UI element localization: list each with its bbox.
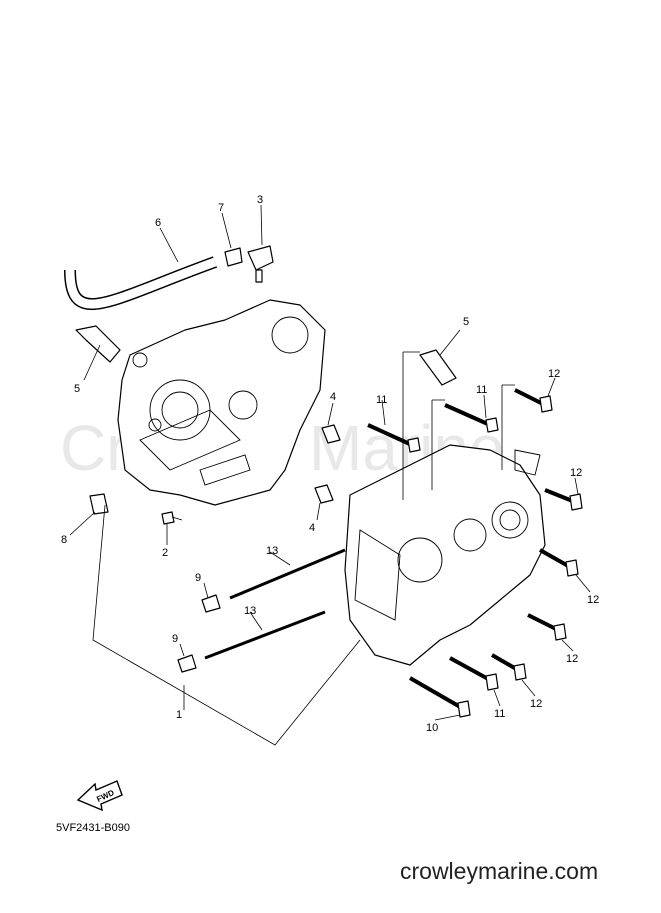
clip-part-7 [224,247,243,267]
fwd-arrow-icon: FWD [76,780,123,812]
callout-4-lower: 4 [309,522,315,534]
callout-13-lower: 13 [244,605,256,617]
callout-6: 6 [155,217,161,229]
callout-12-d: 12 [566,653,578,665]
fitting-part-3 [247,245,274,283]
crankcase-left-half [117,299,326,506]
callouts: 1 2 3 4 4 5 5 6 7 8 9 9 10 11 11 11 12 1… [61,194,599,734]
bolts-group [367,388,583,718]
callout-12-e: 12 [530,698,542,710]
leader-lines [69,204,591,746]
callout-9-lower: 9 [172,633,178,645]
callout-4-upper: 4 [330,391,336,403]
callout-13-upper: 13 [266,545,278,557]
plug-part-8 [89,493,109,515]
callout-11-b: 11 [476,384,487,396]
dowel-part-4-lower [314,484,334,504]
callout-2: 2 [162,547,168,559]
callout-11-c: 11 [494,708,505,720]
callout-5-left: 5 [74,383,80,395]
dowel-part-5-left [75,325,121,363]
bolt-part-2 [161,511,175,525]
callout-11-a: 11 [376,394,387,406]
dowel-part-4-upper [321,424,341,444]
site-watermark: crowleymarine.com [400,858,599,884]
callout-8: 8 [61,534,67,546]
crankcase-right-half [344,444,546,666]
callout-7: 7 [218,202,224,214]
callout-9-upper: 9 [195,572,201,584]
callout-1: 1 [176,709,182,721]
callout-10: 10 [426,722,438,734]
callout-12-c: 12 [587,594,599,606]
stud-part-13-upper [201,548,346,613]
stud-part-13-lower [177,610,326,673]
dowel-part-5-right [419,349,457,386]
callout-12-a: 12 [548,368,560,380]
callout-12-b: 12 [570,467,582,479]
diagram-code: 5VF2431-B090 [56,822,130,834]
callout-5-right: 5 [463,316,469,328]
callout-3: 3 [257,194,263,206]
